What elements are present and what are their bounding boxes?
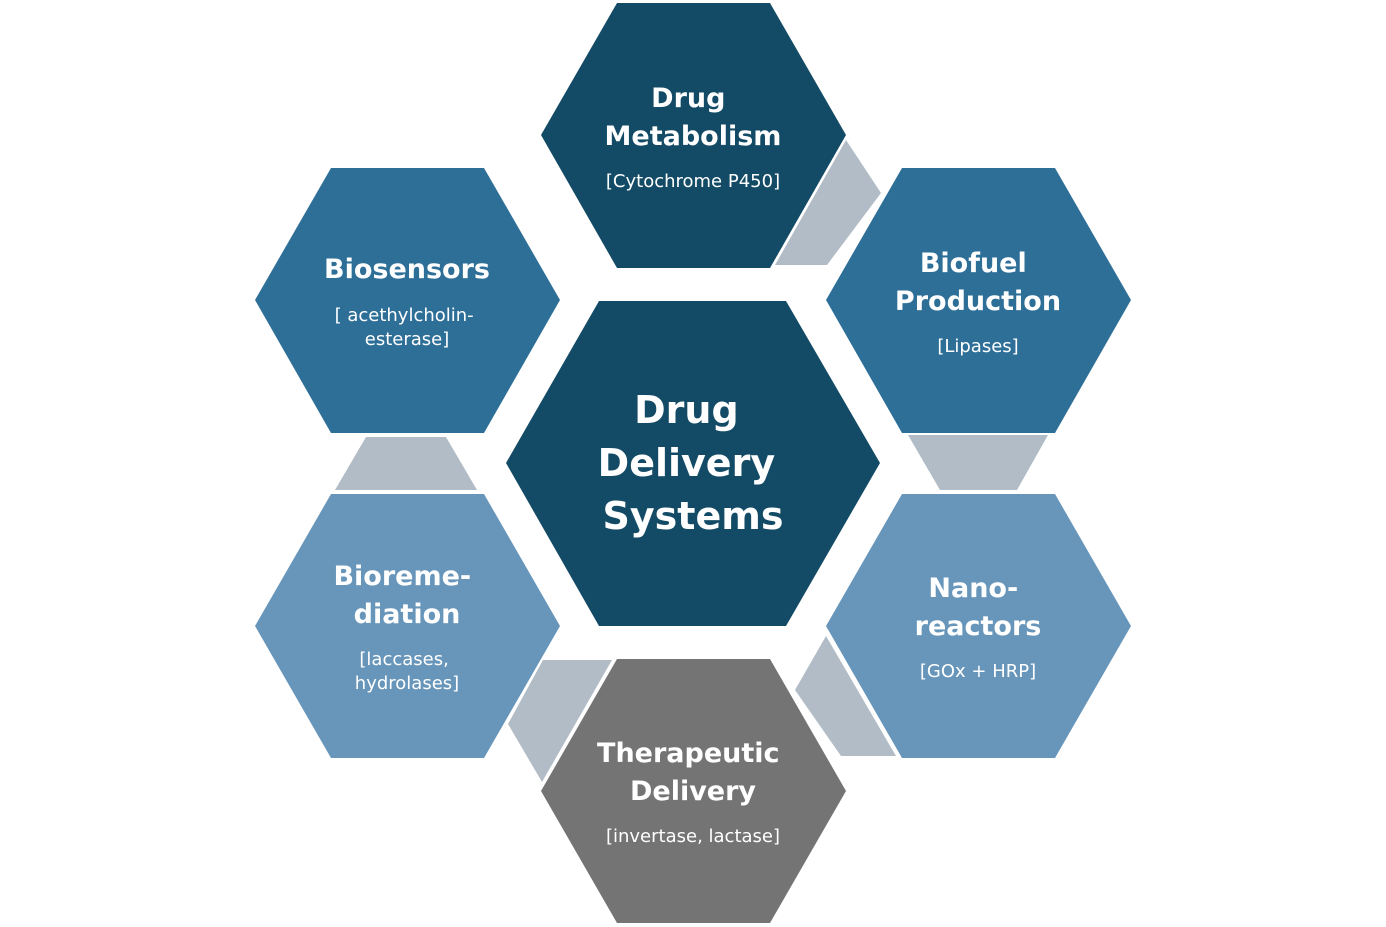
hexagon-bioremediation (255, 494, 560, 758)
biofuel-production-title-line-2: Production (895, 286, 1061, 317)
bioremediation-subtitle: [laccases, hydrolases] (355, 649, 459, 694)
biosensors-subtitle-line-1: [ acethylcholin- (335, 305, 474, 326)
biofuel-production-title: Biofuel Production (895, 248, 1061, 317)
nanoreactors-title-line-2: reactors (915, 611, 1042, 642)
labels: Drug Delivery Systems Drug Metabolism [C… (324, 83, 1061, 847)
biosensors-title-line-1: Biosensors (324, 254, 490, 285)
center-title-line-2: Delivery (598, 441, 776, 485)
connector-bioremediation-biosensors (335, 437, 477, 490)
hexagon-biosensors (255, 168, 560, 433)
therapeutic-delivery-subtitle-line-1: [invertase, lactase] (606, 826, 780, 847)
center-title-line-3: Systems (603, 494, 784, 538)
hexagon-biofuel-production (826, 168, 1131, 433)
biosensors-subtitle: [ acethylcholin- esterase] (335, 305, 480, 350)
nanoreactors-subtitle: [GOx + HRP] (920, 661, 1036, 682)
biosensors-title: Biosensors (324, 254, 490, 285)
bioremediation-subtitle-line-2: hydrolases] (355, 673, 459, 694)
hexagon-nanoreactors (826, 494, 1131, 758)
nanoreactors-title-line-1: Nano- (928, 573, 1018, 604)
drug-metabolism-subtitle: [Cytochrome P450] (606, 171, 780, 192)
therapeutic-delivery-title: Therapeutic Delivery (597, 738, 789, 807)
bioremediation-title-line-2: diation (354, 599, 461, 630)
bioremediation-title: Bioreme- diation (333, 561, 480, 630)
bioremediation-title-line-1: Bioreme- (333, 561, 471, 592)
therapeutic-delivery-subtitle: [invertase, lactase] (606, 826, 780, 847)
drug-metabolism-title: Drug Metabolism (605, 83, 782, 152)
connector-metabolism-biofuel (775, 140, 881, 265)
hexagon-therapeutic-delivery (541, 659, 846, 923)
therapeutic-delivery-title-line-2: Delivery (630, 776, 756, 807)
biofuel-production-subtitle-line-1: [Lipases] (937, 336, 1018, 357)
biofuel-production-subtitle: [Lipases] (937, 336, 1018, 357)
connector-nanoreactors-therapeutic (795, 636, 896, 756)
hexagon-center (506, 301, 880, 626)
connector-biofuel-nanoreactors (908, 435, 1048, 490)
connector-therapeutic-bioremediation (508, 660, 612, 782)
nanoreactors-title: Nano- reactors (915, 573, 1042, 642)
drug-metabolism-title-line-2: Metabolism (605, 121, 782, 152)
drug-metabolism-title-line-1: Drug (651, 83, 725, 114)
nanoreactors-subtitle-line-1: [GOx + HRP] (920, 661, 1036, 682)
drug-metabolism-subtitle-line-1: [Cytochrome P450] (606, 171, 780, 192)
bioremediation-subtitle-line-1: [laccases, (359, 649, 448, 670)
biosensors-subtitle-line-2: esterase] (365, 329, 450, 350)
therapeutic-delivery-title-line-1: Therapeutic (597, 738, 780, 769)
connectors (335, 140, 1048, 782)
center-title-line-1: Drug (634, 388, 739, 432)
hexagon-drug-metabolism (541, 3, 846, 268)
hexagons (255, 3, 1131, 923)
biofuel-production-title-line-1: Biofuel (920, 248, 1027, 279)
center-title: Drug Delivery Systems (598, 388, 789, 538)
